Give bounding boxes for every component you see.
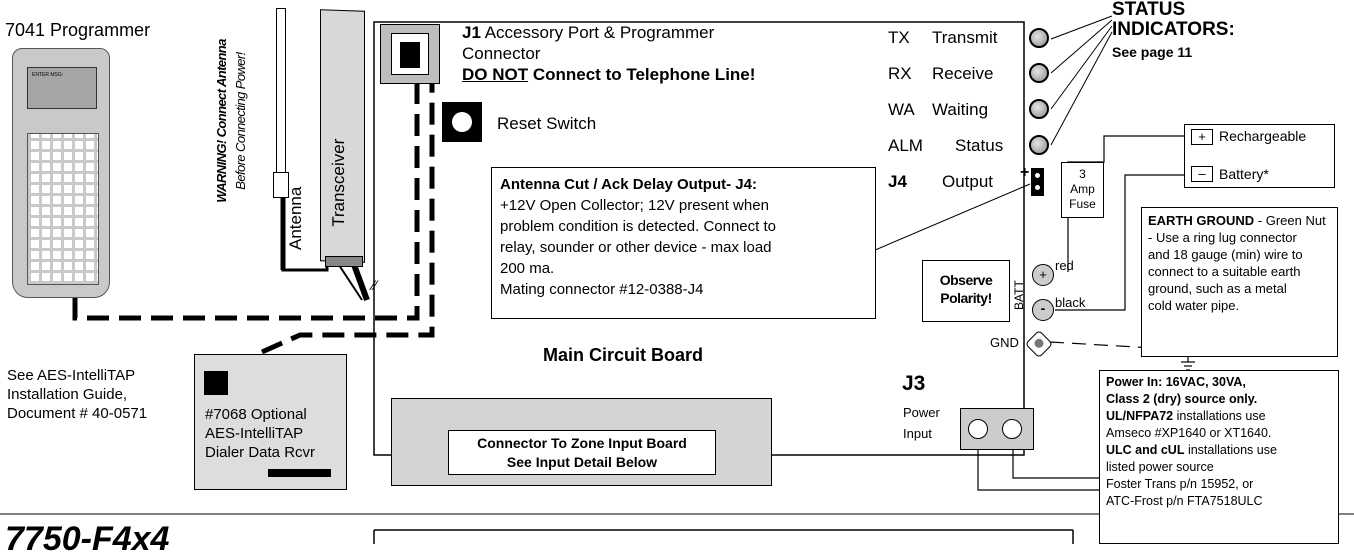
receiver-icon: [204, 371, 228, 395]
antenna-rod: [276, 8, 286, 178]
earth-ground-box: EARTH GROUND - Green Nut - Use a ring lu…: [1141, 207, 1338, 357]
batt-black-wire-label: black: [1055, 295, 1086, 310]
led-waiting: [1029, 99, 1049, 119]
reset-switch-label: Reset Switch: [497, 114, 597, 133]
reset-switch[interactable]: [442, 102, 482, 142]
led-transmit: [1029, 28, 1049, 48]
warning-line2: Before Connecting Power!: [233, 52, 248, 190]
transceiver-module: Transceiver: [320, 9, 365, 263]
battery-plus-terminal: +: [1191, 129, 1213, 145]
led-status: [1029, 135, 1049, 155]
status-light-alm-code: ALM: [888, 136, 923, 155]
programmer-keypad: [27, 133, 99, 285]
j1-connector: [380, 24, 440, 84]
status-indicators-title: STATUS INDICATORS:: [1112, 0, 1235, 40]
transceiver-plug: [325, 256, 363, 267]
j4-plus: +: [1020, 164, 1030, 181]
programmer-title: 7041 Programmer: [5, 20, 151, 40]
j1-title: J1 Accessory Port & Programmer Connector…: [462, 23, 756, 84]
antenna-cut-info-box: Antenna Cut / Ack Delay Output- J4: +12V…: [491, 167, 876, 319]
j4-connector: [1031, 168, 1044, 196]
status-light-tx-code: TX: [888, 28, 910, 47]
battery-label-1: Rechargeable: [1219, 128, 1307, 144]
antenna-cut-line: +12V Open Collector; 12V present when: [500, 197, 769, 214]
warning-line1: WARNING! Connect Antenna: [214, 39, 229, 203]
antenna-cut-line: 200 ma.: [500, 260, 555, 277]
antenna-cut-line: problem condition is detected. Connect t…: [500, 218, 776, 235]
j4-label: Output: [942, 172, 994, 191]
status-light-tx-label: Transmit: [932, 28, 998, 47]
power-in-box: Power In: 16VAC, 30VA, Class 2 (dry) sou…: [1099, 370, 1339, 544]
status-light-alm-label: Status: [955, 136, 1004, 155]
model-number: 7750-F4x4: [5, 520, 170, 558]
j3-id: J3: [902, 372, 926, 395]
programmer-screen-text: ENTER MSG:: [32, 72, 64, 78]
batt-minus-terminal: -: [1032, 299, 1054, 321]
main-board-label: Main Circuit Board: [543, 345, 704, 365]
j3-power-terminal: [960, 408, 1034, 450]
status-light-wa-code: WA: [888, 100, 915, 119]
antenna-base: [273, 172, 289, 198]
warning-text: WARNING! Connect Antenna Before Connecti…: [212, 4, 254, 238]
antenna-cut-line: Mating connector #12-0388-J4: [500, 281, 704, 298]
status-light-rx-code: RX: [888, 64, 912, 83]
programmer-device: ENTER MSG:: [12, 48, 110, 298]
status-indicators-page-ref: See page 11: [1112, 44, 1193, 60]
battery-minus-terminal: –: [1191, 166, 1213, 182]
antenna-cut-line: relay, sounder or other device - max loa…: [500, 239, 772, 256]
status-light-wa-label: Waiting: [932, 100, 989, 119]
batt-plus-terminal: +: [1032, 264, 1054, 286]
batt-red-wire-label: red: [1055, 258, 1074, 273]
status-light-rx-label: Receive: [932, 64, 994, 83]
led-receive: [1029, 63, 1049, 83]
batt-label: BATT: [1012, 280, 1026, 310]
gnd-label: GND: [990, 335, 1019, 350]
battery-label-2: Battery*: [1219, 166, 1269, 182]
antenna-cut-title: Antenna Cut / Ack Delay Output- J4:: [500, 176, 757, 193]
svg-text:⁄⁄: ⁄⁄: [369, 277, 379, 293]
antenna-label: Antenna: [286, 186, 305, 250]
j4-id: J4: [888, 172, 907, 191]
transceiver-label: Transceiver: [329, 138, 348, 228]
programmer-screen: ENTER MSG:: [27, 67, 97, 109]
